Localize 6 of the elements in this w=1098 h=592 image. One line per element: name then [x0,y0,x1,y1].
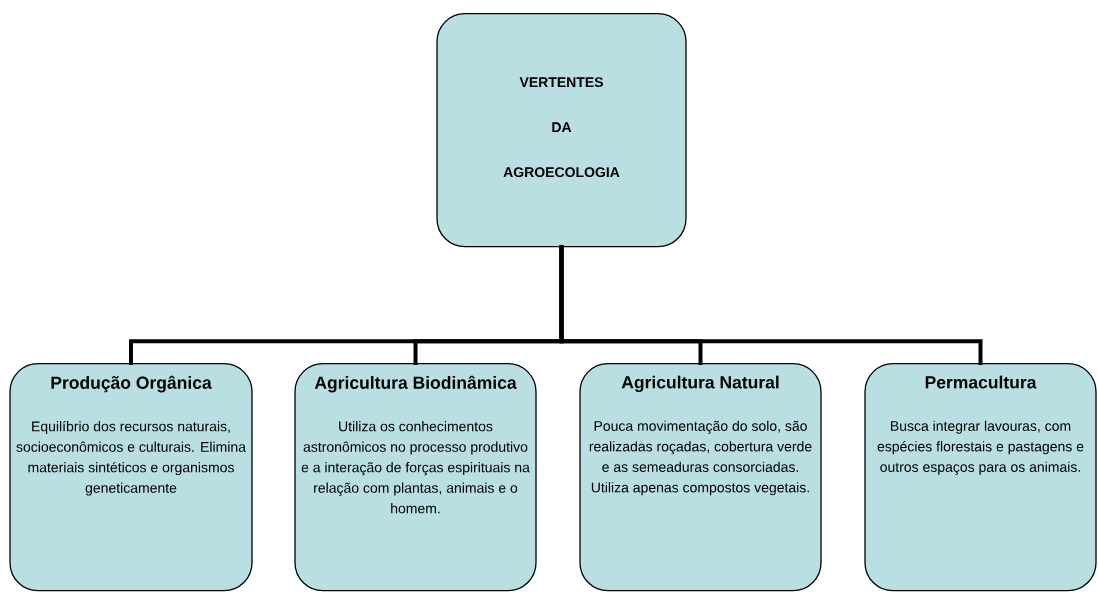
category-box: Produção Orgânica Equilíbrio dos recursos naturais, socioeconômicos e culturais. Elimina materiais sintéticos e organismos geneticamente [9,363,253,592]
category-box: Agricultura Natural Pouca movimentação do solo, são realizadas roçadas, cobertura verde e as semeaduras consorciadas. Utiliza apenas compostos vegetais. [579,363,822,592]
category-box: Agricultura Biodinâmica Utiliza os conhecimentos astronômicos no processo produtivo e a interação de forças espirituais na relação com plantas, animais e o homem. [294,363,537,592]
title-box: VERTENTES DA AGROECOLOGIA [436,13,687,248]
category-box: Permacultura Busca integrar lavouras, com espécies florestais e pastagens e outros espaços para os animais. [864,363,1097,592]
connector-line [559,245,983,365]
